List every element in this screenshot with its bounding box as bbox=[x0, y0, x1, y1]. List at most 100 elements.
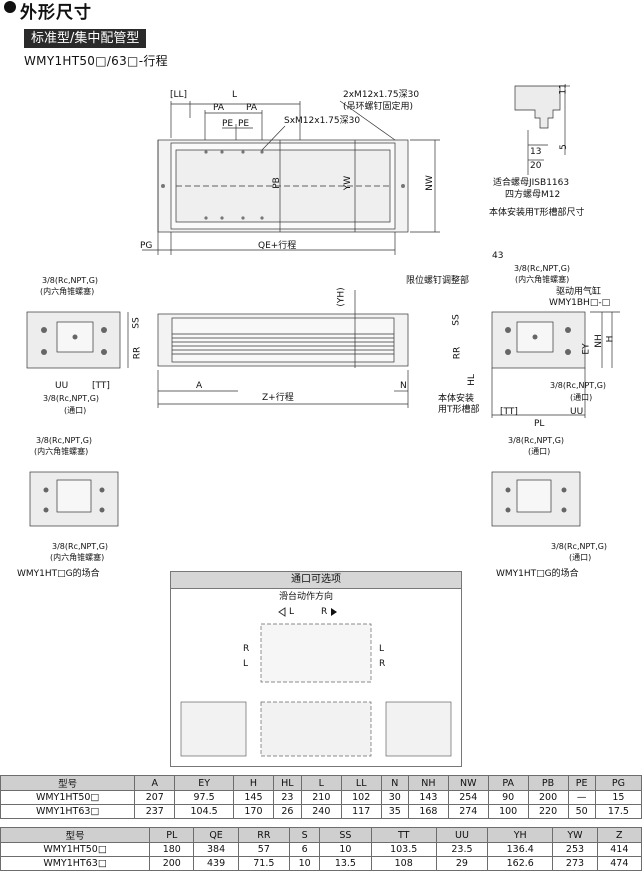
cell: 273 bbox=[552, 856, 598, 871]
cell: 200 bbox=[527, 790, 569, 805]
dim-PA-2: PA bbox=[246, 103, 258, 113]
spec-table-2: 型号 PL QE RR S SS TT UU YH YW Z WMY1HT50□… bbox=[0, 827, 642, 871]
drive-cylinder-2: WMY1BH□-□ bbox=[549, 298, 611, 308]
th-col: TT bbox=[370, 827, 437, 843]
th-col: PG bbox=[594, 775, 642, 791]
dim-A: A bbox=[196, 381, 203, 391]
g-left-top-1: 3/8(Rc,NPT,G) bbox=[36, 436, 93, 445]
g-left-bot-1: 3/8(Rc,NPT,G) bbox=[52, 542, 109, 551]
dim-UU-front: UU bbox=[55, 381, 69, 391]
dim-EY: EY bbox=[581, 343, 592, 355]
limit-screw-label: 限位螺钉调整部 bbox=[406, 276, 470, 286]
g-left-top-2: (内六角锥螺塞) bbox=[34, 447, 89, 456]
cell: 90 bbox=[487, 790, 529, 805]
g-right-top-2: (通口) bbox=[528, 447, 551, 456]
spec-table-1: 型号 A EY H HL L LL N NH NW PA PB PE PG WM… bbox=[0, 775, 642, 819]
cell: 30 bbox=[380, 790, 409, 805]
g-left-bot-2: (内六角锥螺塞) bbox=[50, 553, 105, 562]
th-col: SS bbox=[319, 827, 372, 843]
cell: WMY1HT50□ bbox=[0, 842, 151, 857]
tslot-nut-1: 适合螺母JISB1163 bbox=[493, 178, 570, 188]
table-row: WMY1HT50□ 180 384 57 6 10 103.5 23.5 136… bbox=[0, 842, 642, 857]
opt-R-right: R bbox=[379, 659, 386, 669]
cell: 15 bbox=[594, 790, 642, 805]
th-col: PB bbox=[527, 775, 569, 791]
dim-N: N bbox=[400, 381, 407, 391]
dim-NH: NH bbox=[593, 334, 604, 348]
cell: 10 bbox=[319, 842, 372, 857]
g-left-caption: WMY1HT□G的场合 bbox=[17, 569, 100, 579]
dir-R-label: R bbox=[321, 607, 328, 617]
dim-LL: [LL] bbox=[170, 90, 188, 100]
cell: 57 bbox=[237, 842, 290, 857]
dim-PG: PG bbox=[140, 241, 153, 251]
hole-callout-2: SxM12x1.75深30 bbox=[284, 116, 361, 126]
subtitle-banner: 标准型/集中配管型 bbox=[24, 29, 147, 48]
th-col: A bbox=[134, 775, 176, 791]
cell: 117 bbox=[340, 804, 382, 819]
mount-slot-1: 本体安装 bbox=[438, 394, 475, 404]
cell: 103.5 bbox=[370, 842, 437, 857]
dim-TT-front: [TT] bbox=[92, 381, 110, 391]
dim-PE-2: PE bbox=[238, 119, 250, 129]
th-col: S bbox=[288, 827, 321, 843]
cell: 220 bbox=[527, 804, 569, 819]
dim-H: H bbox=[605, 335, 616, 343]
th-col: N bbox=[380, 775, 409, 791]
cell: 17.5 bbox=[594, 804, 642, 819]
cell: 29 bbox=[435, 856, 489, 871]
cell: — bbox=[567, 790, 596, 805]
dim-YW: YW bbox=[343, 175, 354, 191]
front-port-1a: 3/8(Rc,NPT,G) bbox=[42, 276, 99, 285]
cell: 162.6 bbox=[487, 856, 554, 871]
cell: 108 bbox=[370, 856, 437, 871]
cell: 145 bbox=[232, 790, 274, 805]
cell: 26 bbox=[272, 804, 302, 819]
cell: 97.5 bbox=[174, 790, 234, 805]
th-col: PL bbox=[149, 827, 195, 843]
dim-43: 43 bbox=[492, 251, 504, 261]
dim-PA-1: PA bbox=[213, 103, 225, 113]
side-port-2a: 3/8(Rc,NPT,G) bbox=[550, 381, 607, 390]
th-col: NH bbox=[407, 775, 449, 791]
table-row: WMY1HT50□ 207 97.5 145 23 210 102 30 143… bbox=[0, 790, 642, 805]
cell: 210 bbox=[300, 790, 342, 805]
th-col: HL bbox=[272, 775, 302, 791]
slide-direction-label: 滑台动作方向 bbox=[279, 592, 334, 602]
th-col: QE bbox=[193, 827, 239, 843]
cell: 474 bbox=[596, 856, 642, 871]
cell: 274 bbox=[447, 804, 489, 819]
dim-L: L bbox=[232, 90, 238, 100]
g-right-caption: WMY1HT□G的场合 bbox=[496, 569, 579, 579]
dim-QE: QE+行程 bbox=[258, 241, 297, 251]
cell: 13.5 bbox=[319, 856, 372, 871]
dim-YH: (YH) bbox=[336, 287, 347, 307]
cell: 6 bbox=[288, 842, 321, 857]
th-col: YW bbox=[552, 827, 598, 843]
dim-PE-1: PE bbox=[222, 119, 234, 129]
tslot-caption: 本体安装用T形槽部尺寸 bbox=[489, 208, 585, 218]
th-col: EY bbox=[174, 775, 234, 791]
port-options-panel: 通口可选项 滑台动作方向 L R R L L R bbox=[170, 571, 462, 767]
cell: 180 bbox=[149, 842, 195, 857]
th-col: PE bbox=[567, 775, 596, 791]
cell: 253 bbox=[552, 842, 598, 857]
dim-PB: PB bbox=[271, 177, 282, 189]
dim-RR-side: RR bbox=[452, 346, 463, 360]
th-col: Z bbox=[596, 827, 642, 843]
dim-SS-front: SS bbox=[131, 317, 142, 329]
th-col: YH bbox=[487, 827, 554, 843]
dim-RR-front: RR bbox=[132, 346, 143, 360]
side-port-1b: (内六角锥螺塞) bbox=[515, 275, 570, 284]
cell: WMY1HT63□ bbox=[0, 804, 136, 819]
dim-HL: HL bbox=[466, 374, 477, 386]
cell: 71.5 bbox=[237, 856, 290, 871]
th-col: PA bbox=[487, 775, 529, 791]
cell: 23.5 bbox=[435, 842, 489, 857]
dim-NW: NW bbox=[424, 175, 435, 191]
hole-callout-1: 2xM12x1.75深30 bbox=[343, 90, 420, 100]
cell: 104.5 bbox=[174, 804, 234, 819]
th-col: NW bbox=[447, 775, 489, 791]
table-row: WMY1HT63□ 200 439 71.5 10 13.5 108 29 16… bbox=[0, 856, 642, 871]
dim-PL: PL bbox=[534, 419, 545, 429]
